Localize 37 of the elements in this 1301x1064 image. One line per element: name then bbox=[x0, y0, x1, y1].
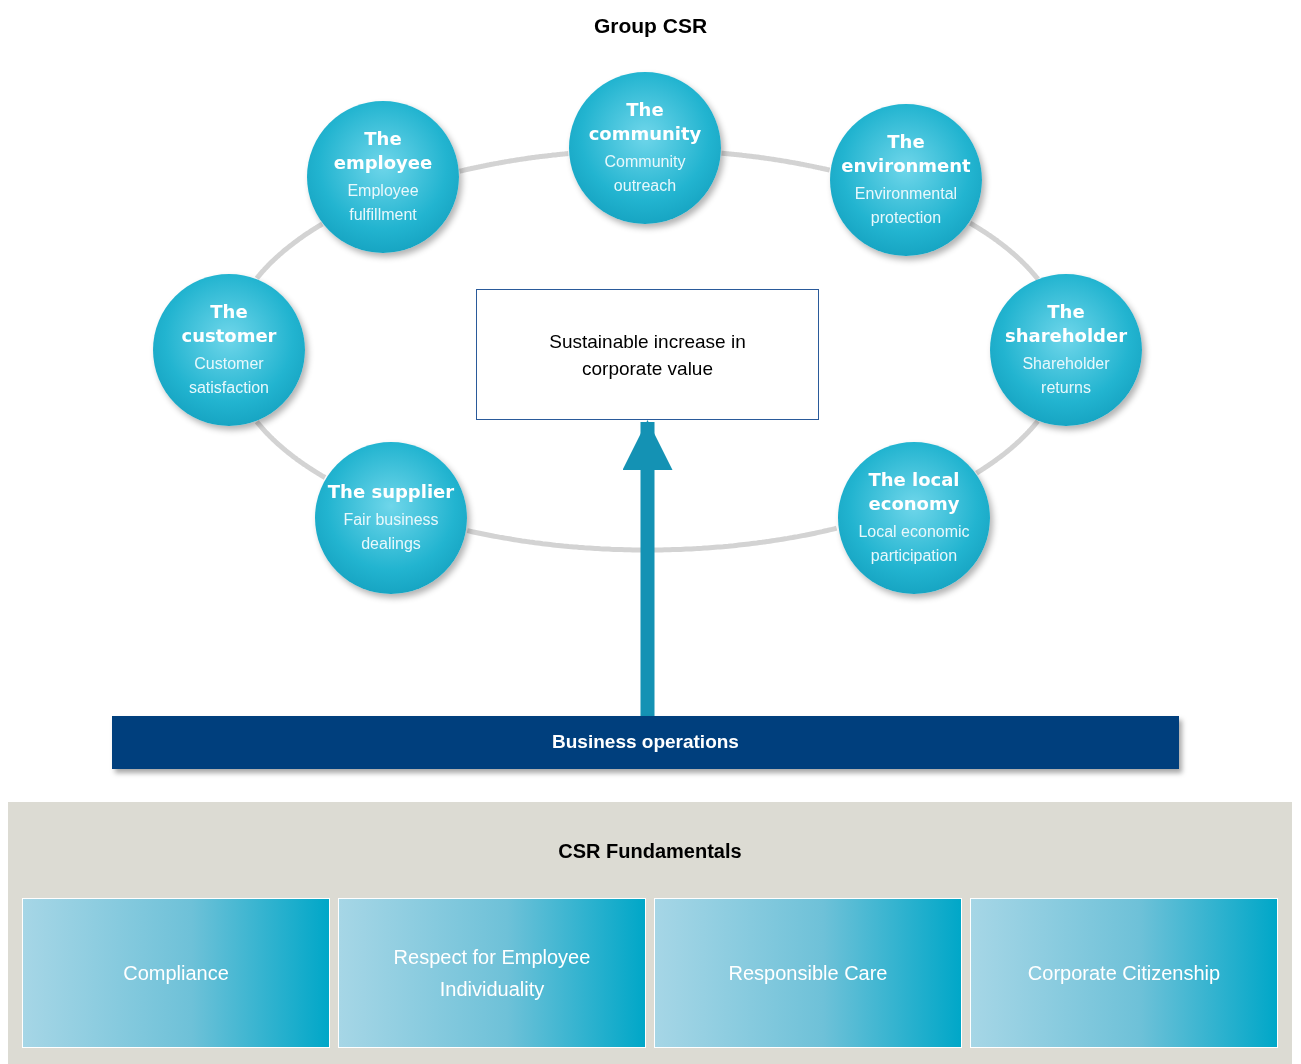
stakeholder-description: Fair business dealings bbox=[342, 510, 440, 554]
tile-label: Corporate Citizenship bbox=[1027, 961, 1221, 986]
stakeholder-title: The community bbox=[587, 98, 703, 146]
fundamental-tile bbox=[970, 898, 1278, 1048]
stakeholder-title: The shareholder bbox=[1003, 300, 1129, 348]
stakeholder-title: The local economy bbox=[867, 468, 961, 516]
stakeholder-description: Community outreach bbox=[603, 152, 687, 196]
connector-line bbox=[466, 525, 838, 553]
bar-label: Business operations bbox=[552, 730, 739, 755]
fundamental-tile bbox=[338, 898, 646, 1048]
stakeholder-description: Shareholder returns bbox=[1021, 354, 1111, 398]
operations-bar bbox=[112, 716, 1179, 769]
stakeholder-description: Employee fulfillment bbox=[346, 181, 420, 225]
tile-label: Respect for Employee Individuality bbox=[392, 945, 592, 1002]
stakeholder-description: Customer satisfaction bbox=[187, 354, 270, 398]
connector-line bbox=[254, 221, 324, 280]
tile-label: Responsible Care bbox=[728, 961, 888, 986]
connector-line bbox=[254, 420, 327, 480]
connector-line bbox=[968, 221, 1040, 281]
stakeholder-title: The customer bbox=[180, 300, 278, 348]
fundamentals-panel bbox=[8, 802, 1292, 1064]
tile-label: Compliance bbox=[123, 961, 229, 986]
stakeholder-description: Local economic participation bbox=[857, 522, 971, 566]
connector-line bbox=[720, 150, 831, 173]
stakeholder-title: The supplier bbox=[327, 480, 455, 504]
fundamental-tile bbox=[22, 898, 330, 1048]
stakeholder-title: The employee bbox=[332, 127, 434, 175]
connector-line bbox=[975, 419, 1040, 476]
arrow bbox=[622, 420, 673, 716]
stakeholder-description: Environmental protection bbox=[853, 184, 959, 228]
panel-heading: CSR Fundamentals bbox=[557, 839, 743, 864]
connector-line bbox=[458, 151, 570, 174]
goal-box bbox=[476, 289, 819, 420]
goal-text: Sustainable increase in corporate value bbox=[548, 329, 747, 381]
fundamental-tile bbox=[654, 898, 962, 1048]
diagram-title: Group CSR bbox=[592, 13, 709, 39]
stakeholder-title: The environment bbox=[841, 130, 971, 178]
